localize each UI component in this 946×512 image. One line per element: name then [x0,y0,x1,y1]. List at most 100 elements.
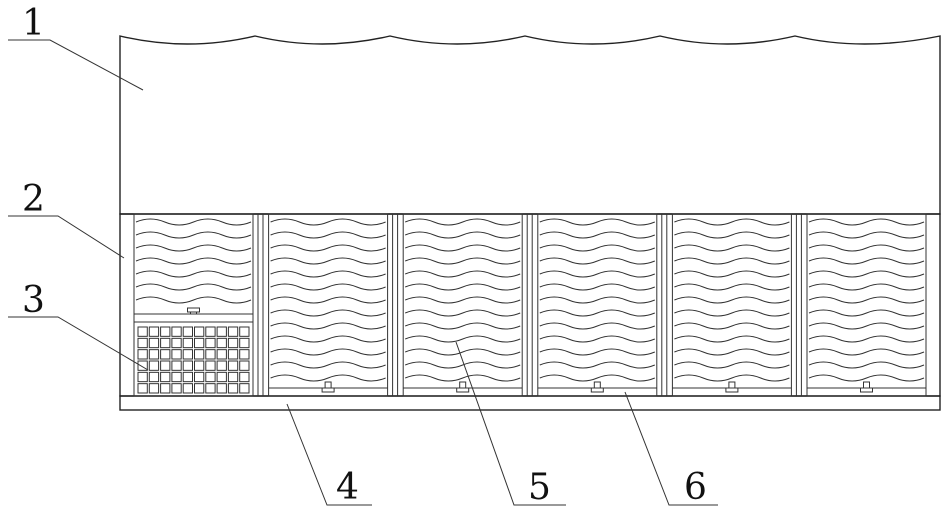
grid-cell [172,338,181,347]
wave-line [271,232,386,238]
handle [861,388,873,392]
wave-line [136,271,251,277]
wave-line [674,323,789,329]
compartment [269,214,388,396]
handle-top [864,382,870,388]
handle-top [460,382,466,388]
grid-cell [161,327,170,336]
wave-line [540,232,655,238]
wave-line [540,271,655,277]
wave-line [271,336,386,342]
grid-cell [217,361,226,370]
handle-top [594,382,600,388]
wave-line [271,349,386,355]
grid-cell [206,350,215,359]
wave-line [540,336,655,342]
grid-cell [172,350,181,359]
wave-line [540,245,655,251]
compartment [134,214,253,396]
base-plate-outline [120,396,940,410]
wave-line [674,310,789,316]
grid-cell [161,338,170,347]
leader-line-4 [287,404,372,505]
handle [591,388,603,392]
grid-cell [161,372,170,381]
grid-cell [195,350,204,359]
handle [457,388,469,392]
upper-cover [120,36,940,214]
wave-line [271,284,386,290]
grid-cell [138,338,147,347]
grid-cell [195,372,204,381]
wave-line [674,232,789,238]
compartments [134,214,926,396]
grid-cell [161,384,170,393]
wave-line [405,245,520,251]
label-5: 5 [528,467,551,508]
wave-line [271,362,386,368]
wave-line [271,245,386,251]
wave-line [809,297,924,303]
wave-line [809,258,924,264]
wave-line [809,362,924,368]
wave-line [809,310,924,316]
wave-line [405,310,520,316]
grid-cell [149,384,158,393]
grid-cell [206,361,215,370]
leader-line-1 [8,40,143,90]
wave-line [136,245,251,251]
handle-top [729,382,735,388]
grid-cell [149,350,158,359]
label-1: 1 [22,3,45,44]
wave-line [674,362,789,368]
grid-cell [183,350,192,359]
grid-cell [195,327,204,336]
wave-line [405,284,520,290]
grid-cell [240,384,249,393]
grid-cell [217,327,226,336]
wave-line [540,258,655,264]
wave-line [540,310,655,316]
wave-line [540,362,655,368]
grid-cell [240,338,249,347]
grid-cell [206,338,215,347]
wave-line [674,284,789,290]
wave-line [809,245,924,251]
grid-cell [138,372,147,381]
grid-cell [183,384,192,393]
grid-cell [217,338,226,347]
grid-cell [138,350,147,359]
wave-line [271,271,386,277]
wave-line [674,219,789,225]
grid-cell [161,361,170,370]
handle-top [325,382,331,388]
wave-line [674,245,789,251]
grid-cell [228,338,237,347]
grid-cell [183,338,192,347]
leader-lines [8,40,718,505]
compartment [538,214,657,396]
wave-line [674,375,789,381]
wave-line [540,323,655,329]
label-2: 2 [22,179,45,220]
wave-line [540,375,655,381]
grid-cell [138,384,147,393]
grid-cell [183,372,192,381]
grid-cell [217,372,226,381]
grid-cell [195,338,204,347]
grid-cell [217,350,226,359]
grid-cell [149,327,158,336]
wave-line [136,297,251,303]
grid-cell [149,361,158,370]
wave-line [405,271,520,277]
wave-line [405,297,520,303]
compartment [672,214,791,396]
grid-cell [172,372,181,381]
wave-line [809,323,924,329]
wave-line [540,349,655,355]
wave-line [405,258,520,264]
grid-cell [240,350,249,359]
grid-cell [183,361,192,370]
label-3: 3 [22,280,45,321]
